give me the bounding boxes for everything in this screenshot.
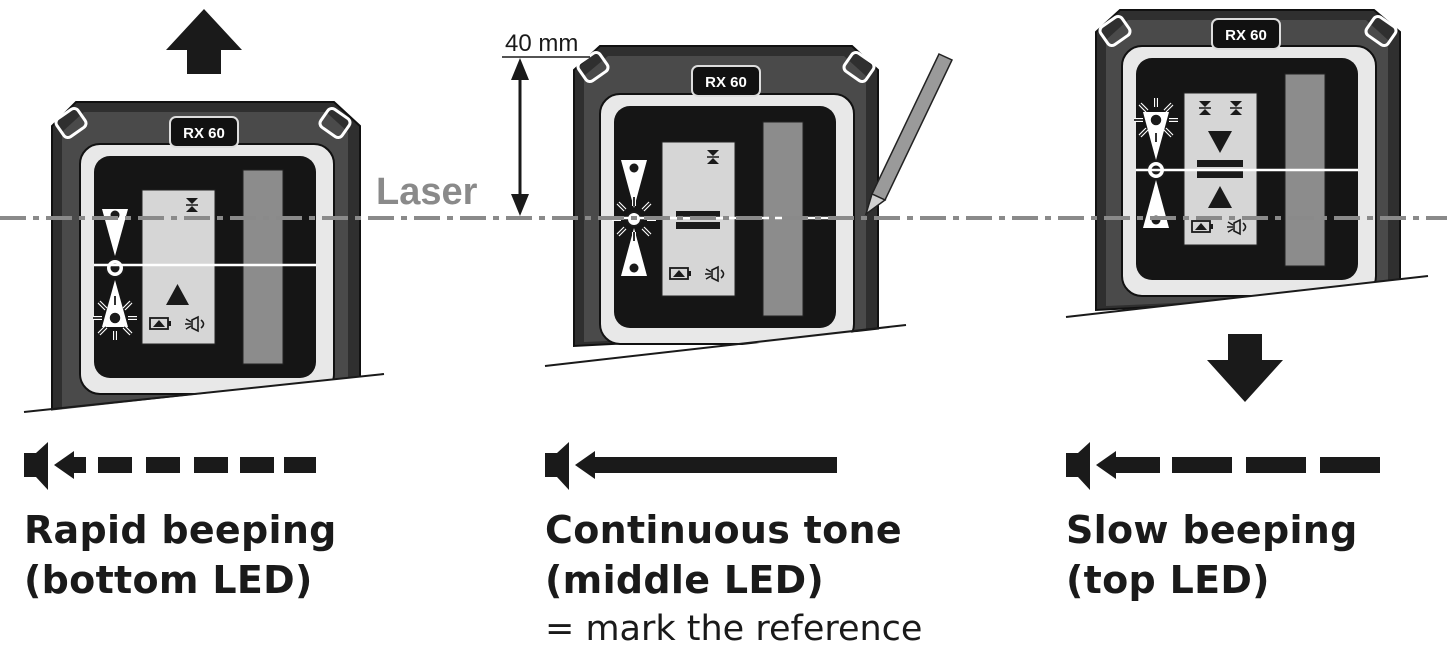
caption-subtitle: (top LED) bbox=[1066, 558, 1270, 602]
caption-middle-led: Continuous tone (middle LED) = mark the … bbox=[545, 505, 922, 653]
model-badge bbox=[691, 65, 761, 97]
laser-label: Laser bbox=[376, 171, 478, 213]
ground-line bbox=[23, 373, 385, 413]
sound-rapid-beep-icon bbox=[24, 442, 316, 490]
model-label: RX 60 bbox=[183, 125, 225, 142]
model-badge bbox=[169, 116, 239, 148]
caption-title: Continuous tone bbox=[545, 508, 902, 552]
receiver-device-top-led: RX 60 bbox=[1064, 9, 1430, 330]
pencil-icon bbox=[864, 53, 954, 216]
caption-bottom-led: Rapid beeping (bottom LED) bbox=[24, 505, 337, 605]
dimension-marker: 40 mm bbox=[502, 30, 590, 216]
sound-continuous-tone-icon bbox=[545, 442, 837, 490]
move-down-arrow-icon bbox=[1207, 334, 1283, 402]
receiver-device-middle-led: RX 60 bbox=[540, 45, 910, 420]
sound-slow-beep-icon bbox=[1066, 442, 1380, 490]
caption-top-led: Slow beeping (top LED) bbox=[1066, 505, 1358, 605]
model-label: RX 60 bbox=[1225, 27, 1267, 44]
move-up-arrow-icon bbox=[166, 9, 242, 74]
model-badge bbox=[1211, 18, 1281, 50]
dimension-label: 40 mm bbox=[505, 30, 578, 57]
model-label: RX 60 bbox=[705, 74, 747, 91]
caption-subtitle: (middle LED) bbox=[545, 558, 825, 602]
detection-window bbox=[242, 169, 284, 365]
caption-title: Rapid beeping bbox=[24, 508, 337, 552]
receiver-device-bottom-led: RX 60 bbox=[20, 101, 385, 430]
ground-line bbox=[1065, 275, 1429, 318]
caption-note: = mark the reference bbox=[545, 609, 923, 649]
lcd-display bbox=[141, 189, 216, 345]
caption-subtitle: (bottom LED) bbox=[24, 558, 313, 602]
caption-title: Slow beeping bbox=[1066, 508, 1358, 552]
ground-line bbox=[544, 324, 907, 367]
